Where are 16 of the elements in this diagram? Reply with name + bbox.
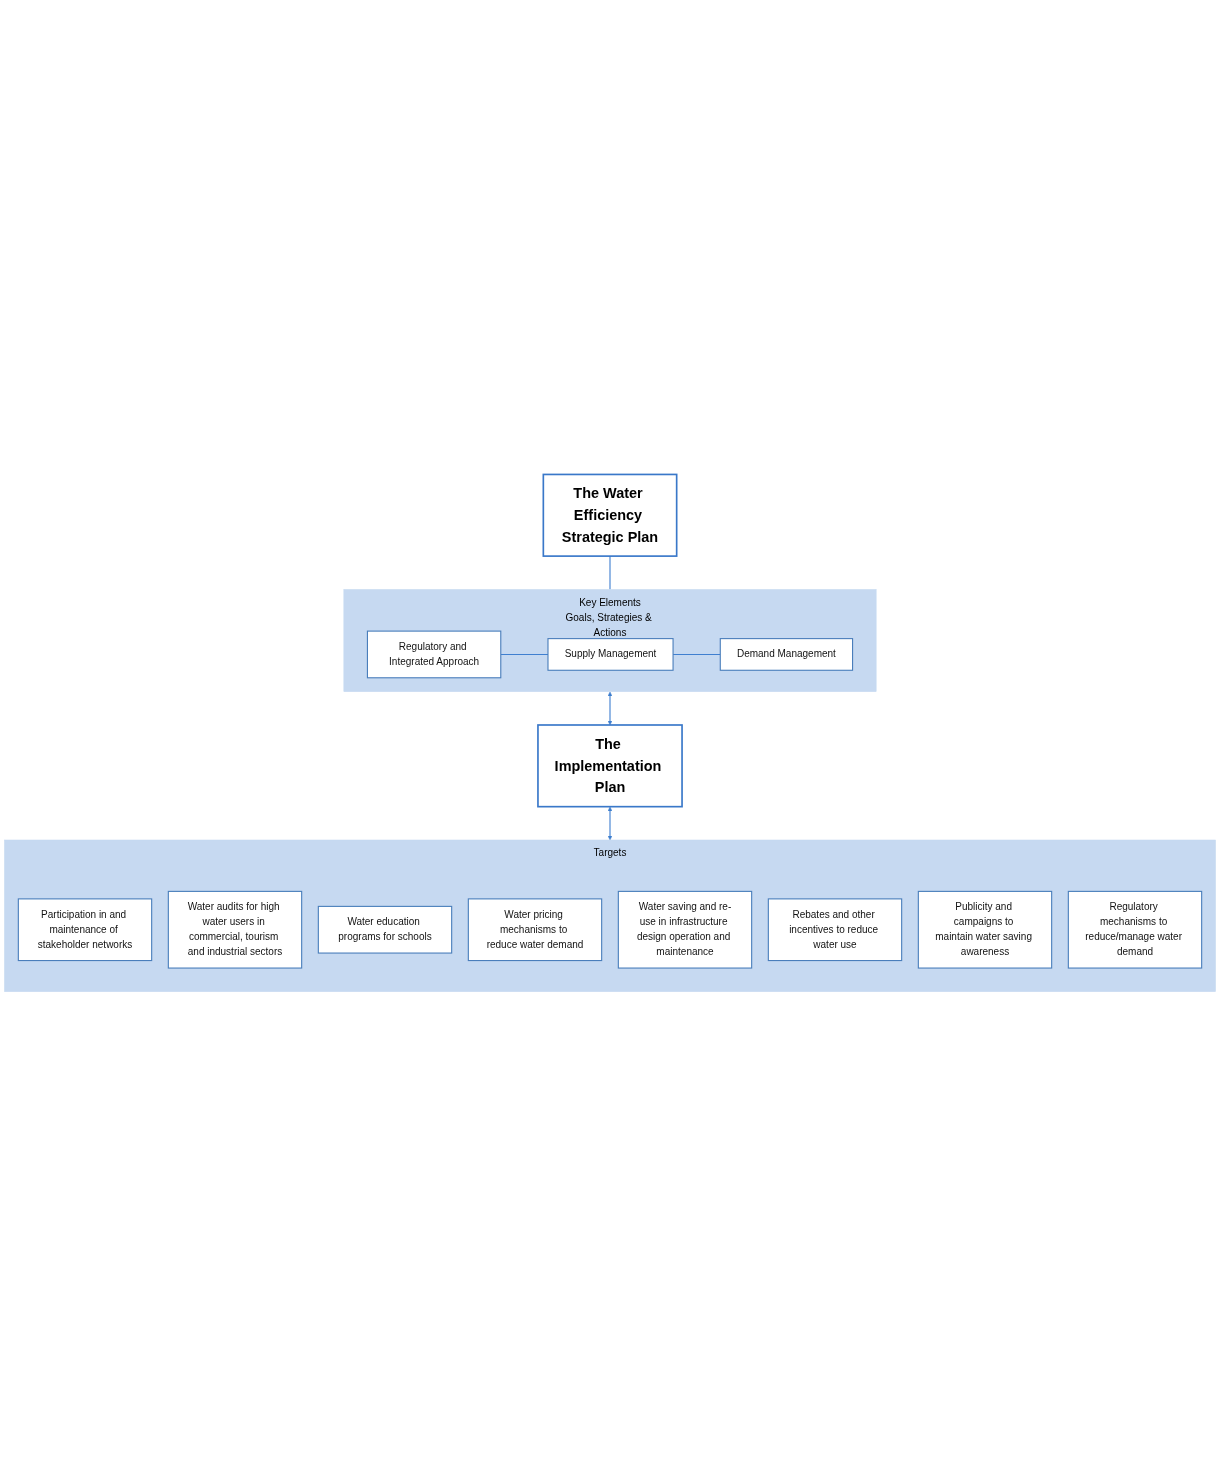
node-box: Water audits for high water users in commercial, tourism and industrial sectors <box>167 891 303 970</box>
arrow <box>607 807 613 841</box>
node-box: Publicity and campaigns to maintain water saving awareness <box>917 891 1053 970</box>
node-box: Supply Management <box>547 638 674 672</box>
node-box: The Implementation Plan <box>537 724 683 808</box>
node-box: Rebates and other incentives to reduce water use <box>767 898 903 962</box>
node-box: Water saving and re-use in infrastructure design operation and maintenance <box>617 891 753 970</box>
node-box: Regulatory mechanisms to reduce/manage water demand <box>1067 891 1203 970</box>
node-box: Water education programs for schools <box>317 906 453 955</box>
node-box: Participation in and maintenance of stakeholder networks <box>17 898 153 962</box>
arrow <box>607 692 613 726</box>
node-box: Regulatory and Integrated Approach <box>366 631 502 679</box>
node-box: Water pricing mechanisms to reduce water demand <box>467 898 603 962</box>
node-box: Demand Management <box>719 638 854 672</box>
connector <box>609 556 611 591</box>
node-box: The Water Efficiency Strategic Plan <box>542 474 678 558</box>
